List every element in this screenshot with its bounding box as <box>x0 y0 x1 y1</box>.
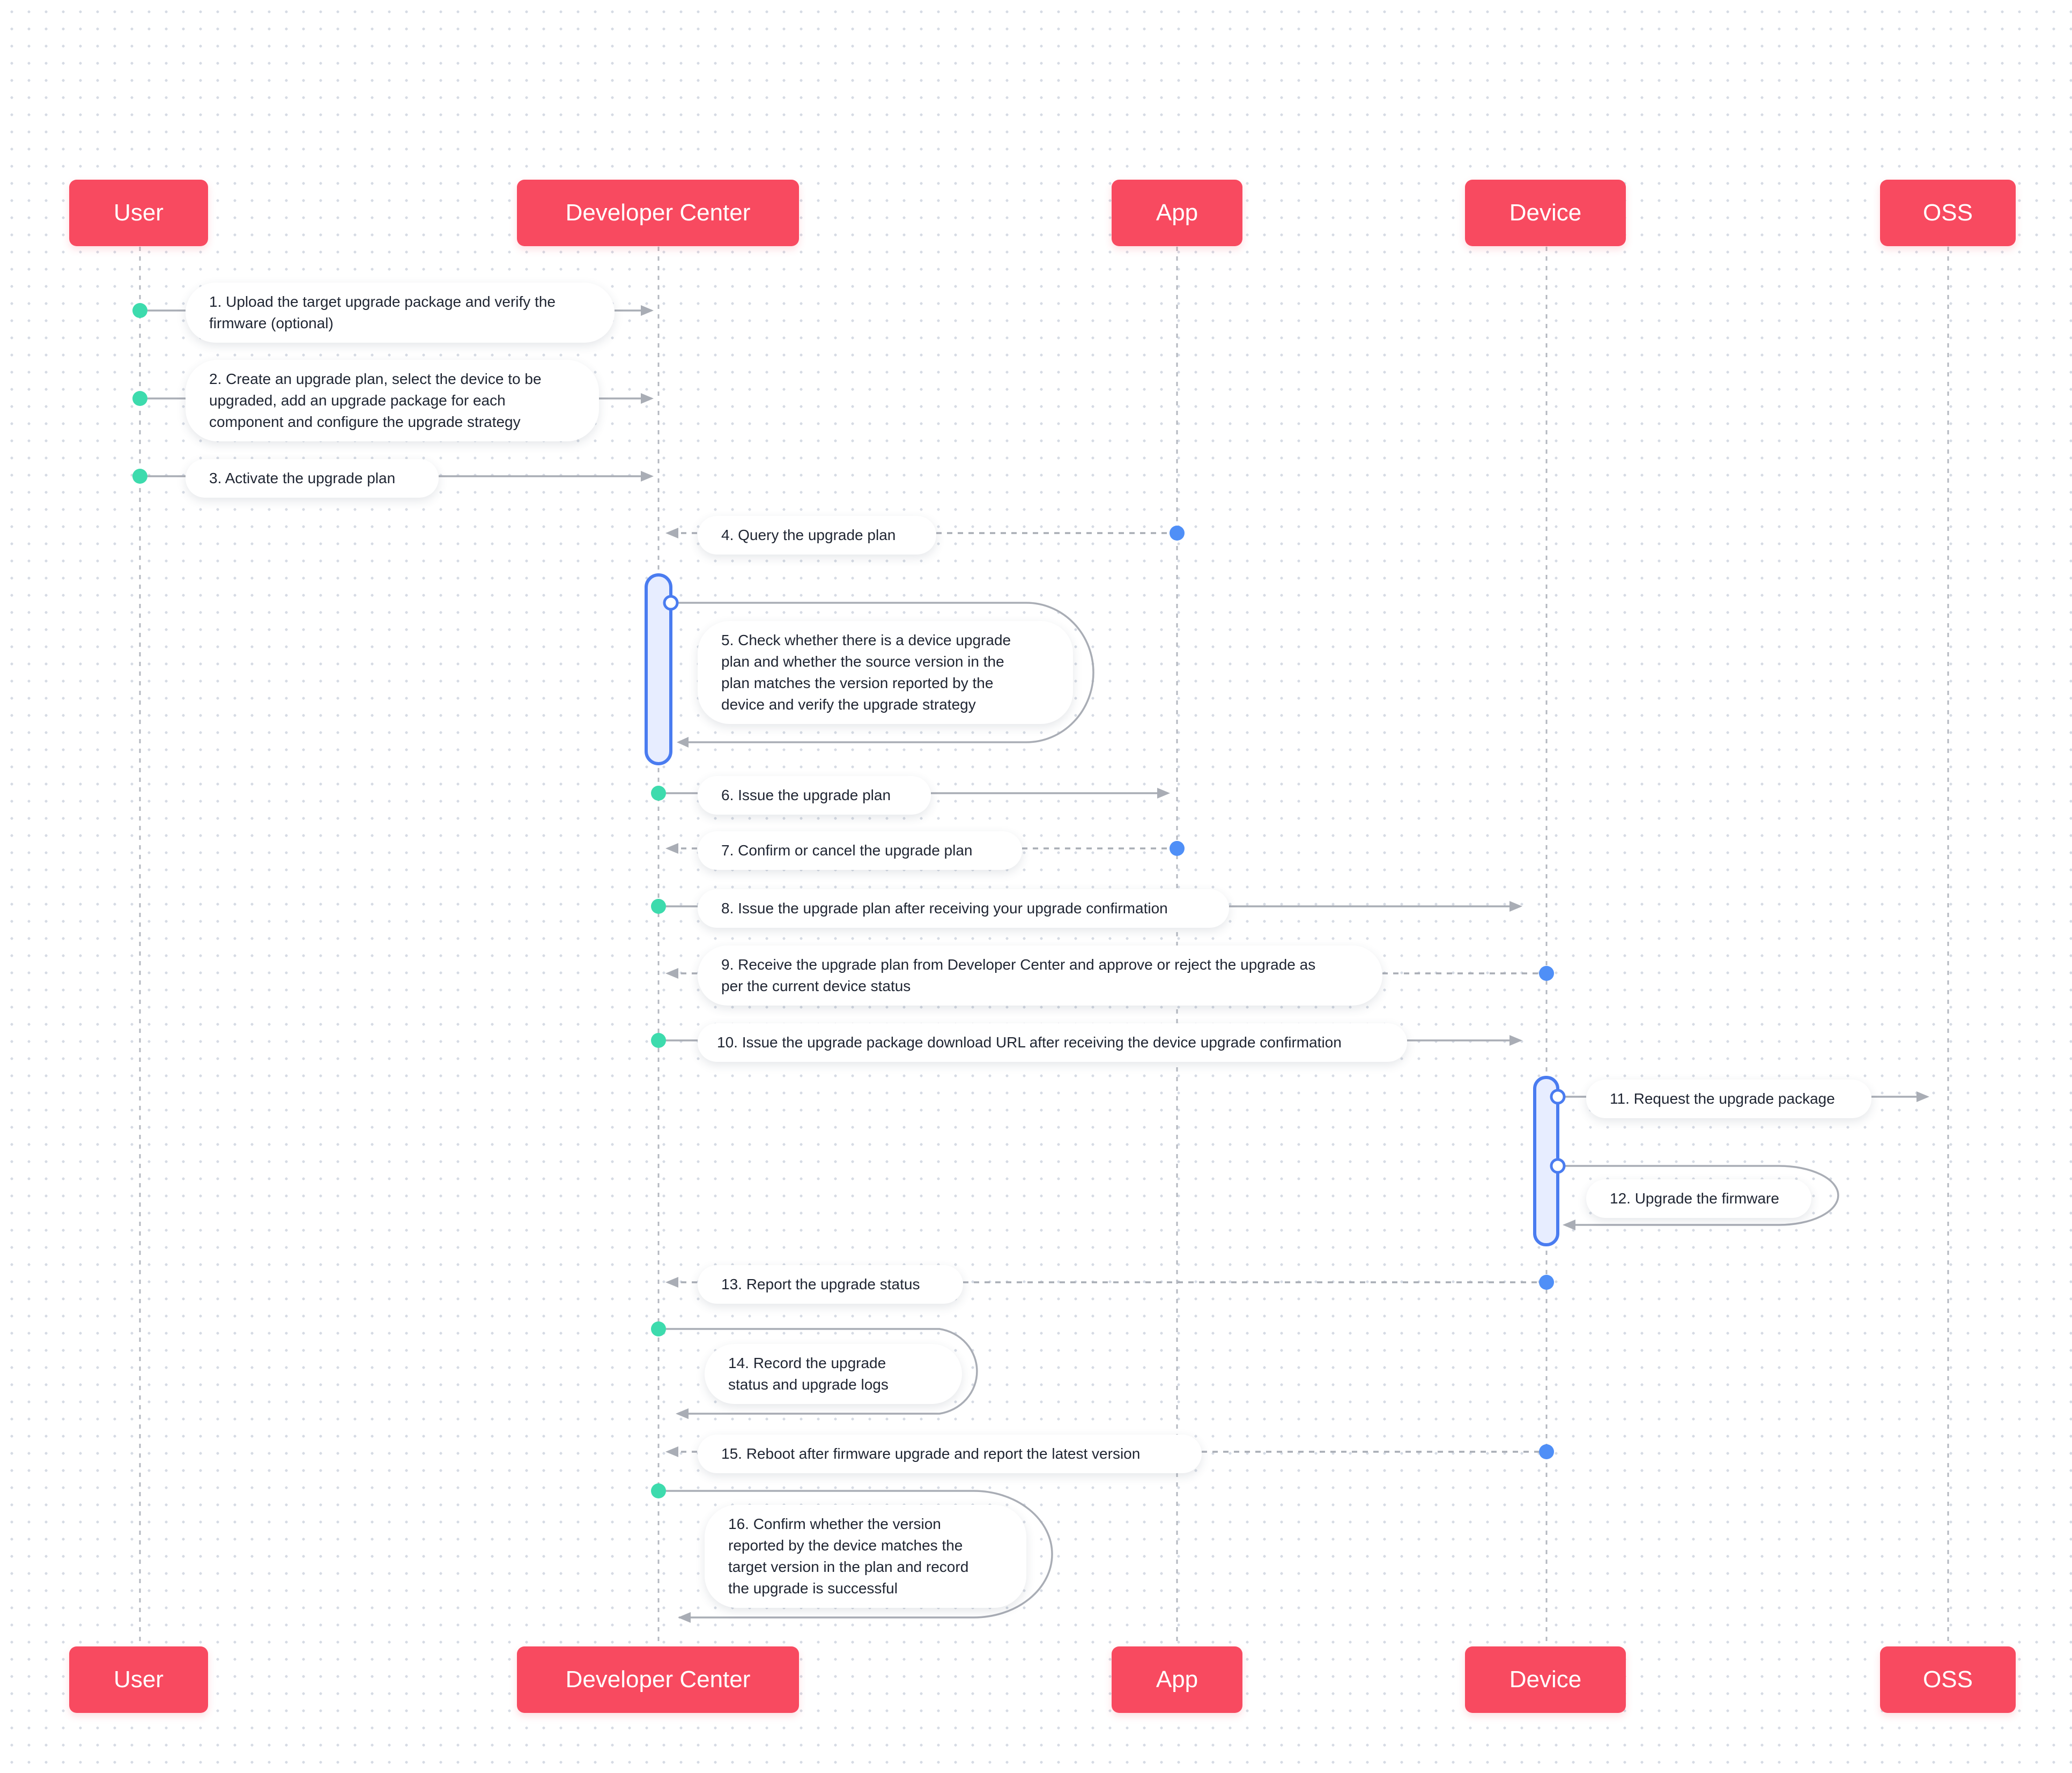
sync-dot-6 <box>651 786 666 801</box>
arrowhead-11 <box>1916 1091 1929 1102</box>
arrowhead-16 <box>678 1612 691 1623</box>
arrowhead-12 <box>1563 1220 1575 1230</box>
arrowhead-8 <box>1509 901 1522 912</box>
arrowhead-4 <box>665 528 678 538</box>
async-dot-9 <box>1539 966 1554 981</box>
actor-app-bottom: App <box>1112 1646 1242 1713</box>
actor-developer-center-bottom: Developer Center <box>517 1646 799 1713</box>
message-9: 9. Receive the upgrade plan from Develop… <box>698 945 1382 1006</box>
message-4: 4. Query the upgrade plan <box>698 516 936 555</box>
message-1: 1. Upload the target upgrade package and… <box>186 283 615 343</box>
arrowhead-7 <box>665 843 678 854</box>
arrowhead-3 <box>641 471 654 482</box>
self-loop-14 <box>666 1328 978 1415</box>
sync-dot-3 <box>132 469 147 484</box>
arrowhead-15 <box>665 1446 678 1457</box>
async-dot-15 <box>1539 1444 1554 1459</box>
activation-dot-5 <box>663 595 679 611</box>
actor-developer-center-top: Developer Center <box>517 180 799 246</box>
self-loop-12 <box>1558 1165 1839 1226</box>
arrowhead-1 <box>641 305 654 316</box>
message-14: 14. Record the upgrade status and upgrad… <box>705 1344 962 1404</box>
arrowhead-14 <box>676 1408 689 1419</box>
arrowhead-6 <box>1157 788 1170 799</box>
sync-dot-8 <box>651 899 666 914</box>
arrowhead-10 <box>1509 1035 1522 1046</box>
self-loop-16 <box>666 1490 1053 1619</box>
message-8: 8. Issue the upgrade plan after receivin… <box>698 889 1229 928</box>
message-7: 7. Confirm or cancel the upgrade plan <box>698 831 1022 870</box>
activation-dot-11 <box>1550 1089 1566 1105</box>
message-12: 12. Upgrade the firmware <box>1586 1179 1811 1218</box>
message-16: 16. Confirm whether the version reported… <box>705 1505 1026 1608</box>
message-5: 5. Check whether there is a device upgra… <box>698 621 1073 724</box>
async-dot-7 <box>1170 841 1185 856</box>
sync-dot-2 <box>132 391 147 406</box>
actor-app-top: App <box>1112 180 1242 246</box>
actor-oss-bottom: OSS <box>1880 1646 2016 1713</box>
activation-dot-12 <box>1550 1158 1566 1174</box>
message-6: 6. Issue the upgrade plan <box>698 776 931 815</box>
actor-oss-top: OSS <box>1880 180 2016 246</box>
message-13: 13. Report the upgrade status <box>698 1265 963 1304</box>
message-11: 11. Request the upgrade package <box>1586 1080 1871 1118</box>
sync-dot-16 <box>651 1483 666 1498</box>
sync-dot-10 <box>651 1033 666 1048</box>
async-dot-13 <box>1539 1275 1554 1290</box>
actor-user-bottom: User <box>69 1646 208 1713</box>
self-loop-5 <box>671 602 1094 743</box>
arrowhead-2 <box>641 393 654 404</box>
message-2: 2. Create an upgrade plan, select the de… <box>186 360 599 441</box>
arrowhead-5 <box>677 737 689 748</box>
message-3: 3. Activate the upgrade plan <box>186 459 439 498</box>
arrowhead-9 <box>665 968 678 979</box>
sync-dot-1 <box>132 303 147 318</box>
async-dot-4 <box>1170 526 1185 541</box>
message-15: 15. Reboot after firmware upgrade and re… <box>698 1435 1202 1473</box>
sync-dot-14 <box>651 1321 666 1336</box>
activation-developer-center <box>645 573 672 765</box>
arrowhead-13 <box>665 1277 678 1288</box>
message-10: 10. Issue the upgrade package download U… <box>698 1023 1407 1062</box>
actor-device-bottom: Device <box>1465 1646 1626 1713</box>
actor-device-top: Device <box>1465 180 1626 246</box>
actor-user-top: User <box>69 180 208 246</box>
